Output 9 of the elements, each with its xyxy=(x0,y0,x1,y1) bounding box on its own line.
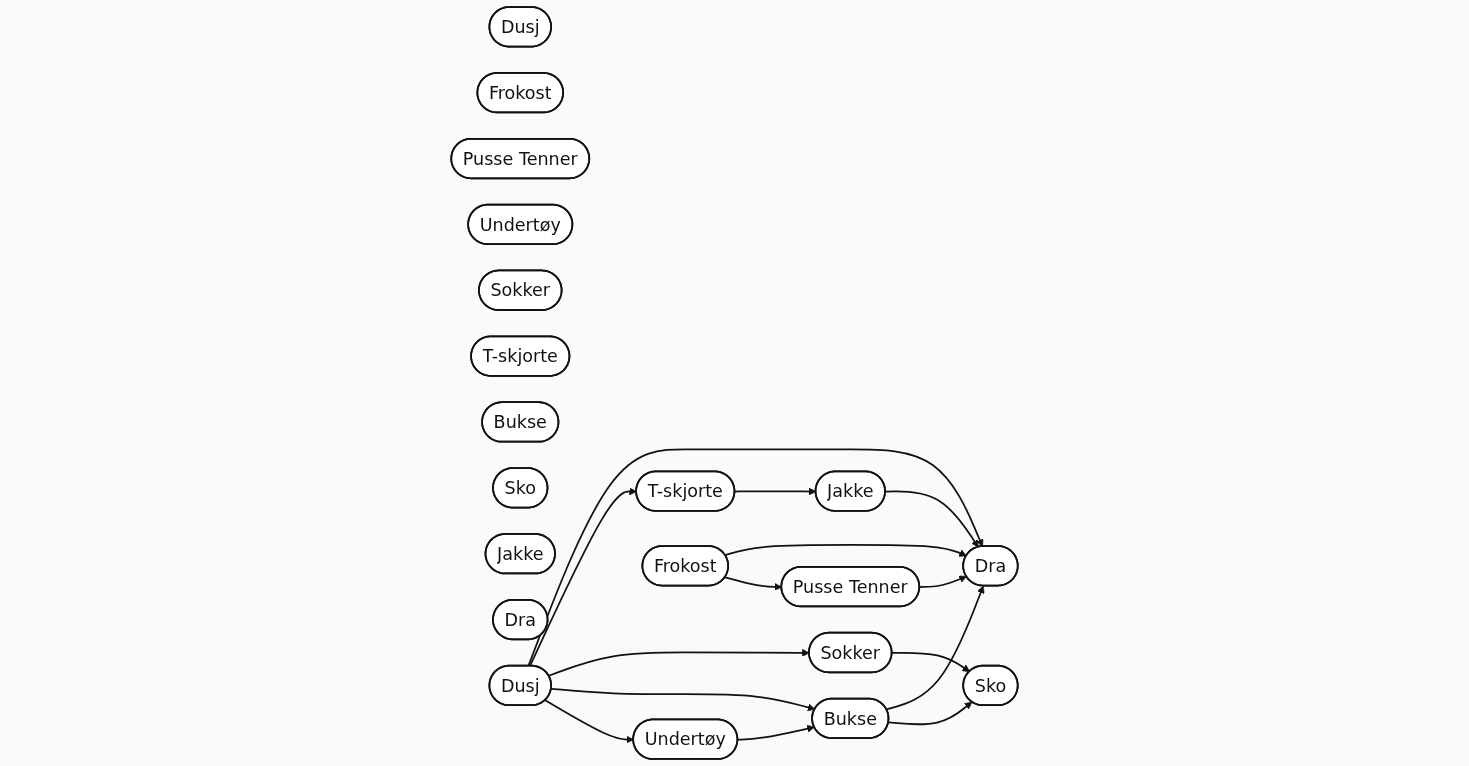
arrow xyxy=(527,448,984,667)
arrow xyxy=(544,699,634,744)
arrow xyxy=(529,487,637,667)
arrow xyxy=(891,651,970,672)
arrow xyxy=(885,585,985,711)
arrow xyxy=(724,544,967,557)
arrow xyxy=(547,649,810,677)
arrow xyxy=(550,687,816,712)
arrow xyxy=(884,490,979,548)
